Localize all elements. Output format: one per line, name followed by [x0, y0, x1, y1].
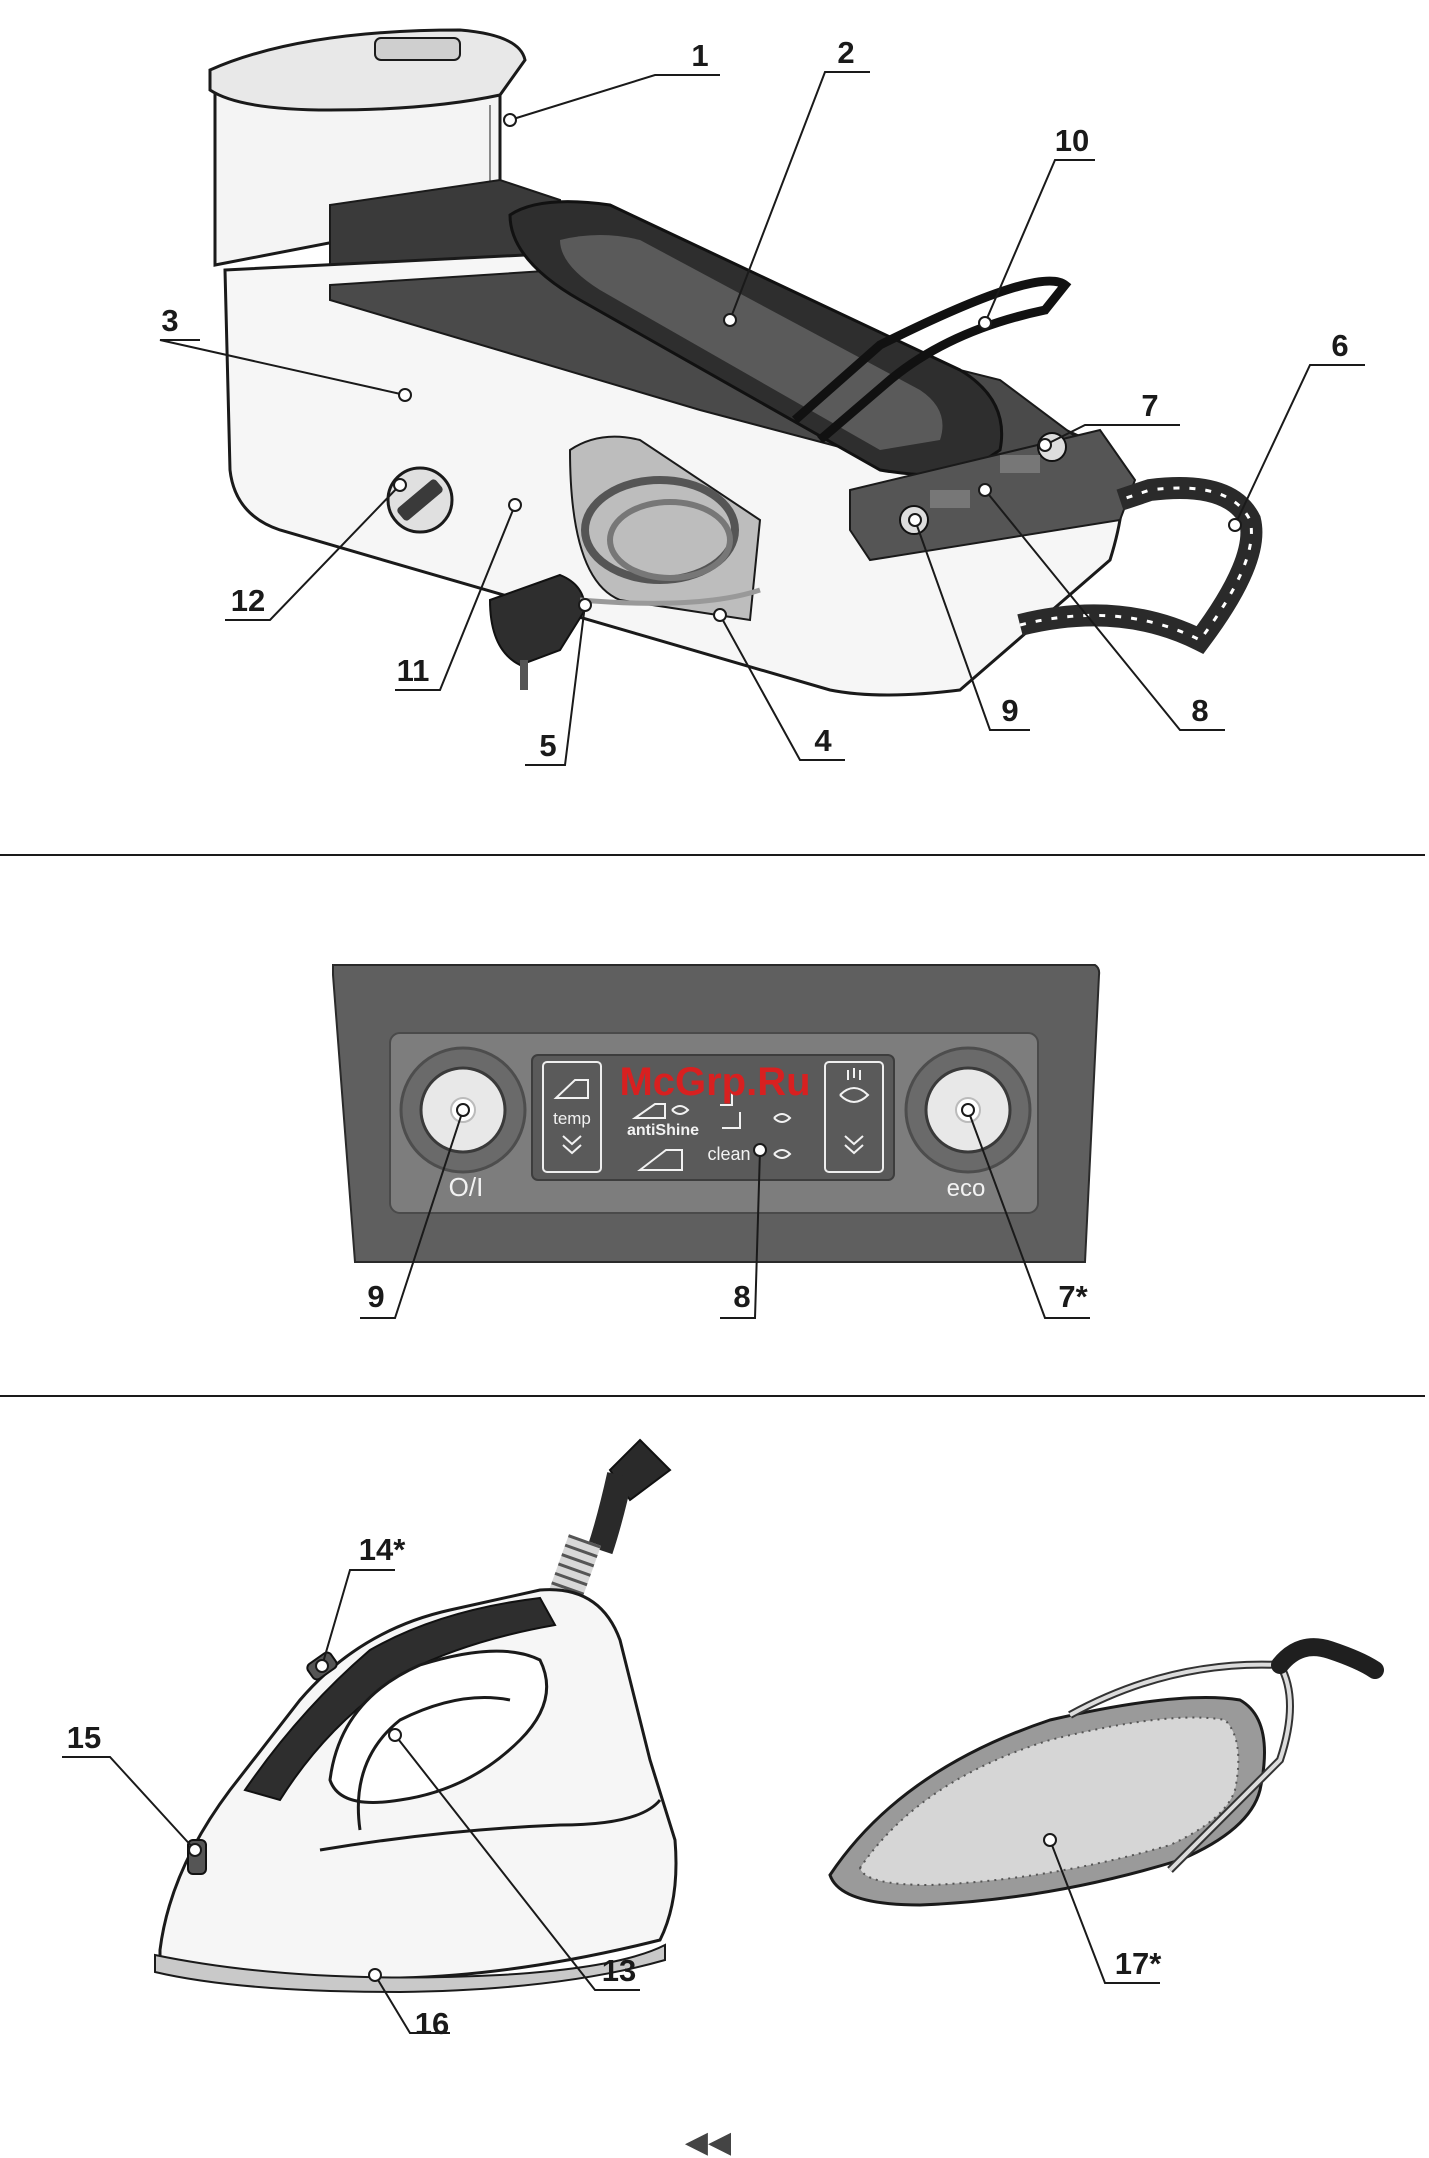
callout-label-13: 13 — [602, 1953, 636, 1988]
callout-label-5: 5 — [539, 728, 556, 763]
callout-dot-2 — [724, 314, 736, 326]
page-back-nav-icon[interactable]: ◀◀ — [685, 2125, 731, 2158]
callout-label-7: 7 — [1141, 388, 1158, 423]
callout-dot-17 — [1044, 1834, 1056, 1846]
callout-label-panel-9: 9 — [367, 1279, 384, 1314]
callout-label-14: 14* — [359, 1532, 406, 1567]
power-button-label: O/I — [449, 1172, 484, 1202]
callout-label-panel-7: 7* — [1058, 1279, 1088, 1314]
callout-label-1: 1 — [691, 38, 708, 73]
callout-dot-panel-9 — [457, 1104, 469, 1116]
callout-dot-16 — [369, 1969, 381, 1981]
temp-label: temp — [553, 1109, 591, 1128]
callout-label-6: 6 — [1331, 328, 1348, 363]
callout-dot-panel-8 — [754, 1144, 766, 1156]
callout-dot-11 — [509, 499, 521, 511]
callout-dot-7 — [1039, 439, 1051, 451]
callout-label-3: 3 — [161, 303, 178, 338]
callout-dot-8 — [979, 484, 991, 496]
callout-label-panel-8: 8 — [733, 1279, 750, 1314]
callout-label-15: 15 — [67, 1720, 101, 1755]
callout-label-17: 17* — [1115, 1946, 1162, 1981]
callout-dot-3 — [399, 389, 411, 401]
callout-dot-10 — [979, 317, 991, 329]
callout-dot-14 — [316, 1660, 328, 1672]
soleplate-cover-illustration — [830, 1647, 1375, 1905]
steam-station-illustration — [210, 30, 1251, 695]
callout-label-4: 4 — [814, 723, 832, 758]
callout-dot-5 — [579, 599, 591, 611]
callout-label-2: 2 — [837, 35, 854, 70]
callout-label-11: 11 — [397, 653, 430, 688]
callout-dot-6 — [1229, 519, 1241, 531]
callout-dot-12 — [394, 479, 406, 491]
callout-dot-4 — [714, 609, 726, 621]
callout-dot-15 — [189, 1844, 201, 1856]
callout-dot-13 — [389, 1729, 401, 1741]
callout-label-9: 9 — [1001, 693, 1018, 728]
watermark: McGrp.Ru — [619, 1060, 810, 1104]
eco-button-label: eco — [947, 1175, 986, 1202]
callout-dot-9 — [909, 514, 921, 526]
callout-label-16: 16 — [415, 2006, 449, 2041]
callout-label-12: 12 — [231, 583, 265, 618]
antishine-label: antiShine — [627, 1122, 699, 1139]
iron-illustration — [155, 1440, 676, 1992]
callout-label-10: 10 — [1055, 123, 1089, 158]
callout-label-8: 8 — [1191, 693, 1208, 728]
control-panel-illustration: O/I eco temp antiShine clean McGrp.Ru — [333, 965, 1099, 1262]
callout-dot-panel-7 — [962, 1104, 974, 1116]
clean-label: clean — [707, 1144, 750, 1164]
callout-dot-1 — [504, 114, 516, 126]
